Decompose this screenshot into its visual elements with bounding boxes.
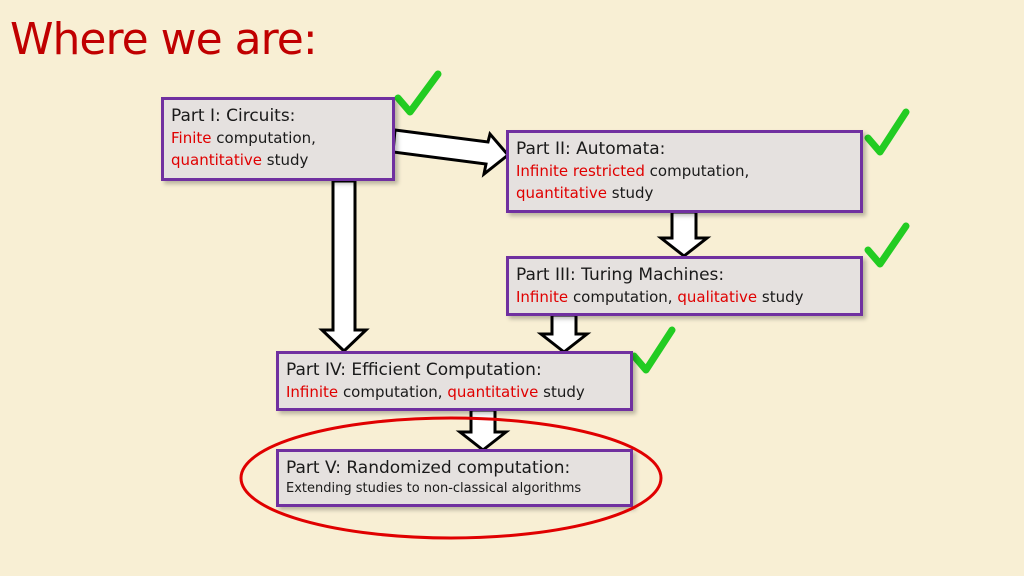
part1-line1: Finite computation,	[171, 127, 385, 149]
part4-text: computation,	[338, 383, 448, 401]
part1-box: Part I: Circuits: Finite computation, qu…	[161, 97, 395, 181]
part1-line2: quantitative study	[171, 149, 385, 171]
slide-title: Where we are:	[10, 14, 318, 65]
part3-title: Part III: Turing Machines:	[516, 265, 725, 285]
part1-highlight-quantitative: quantitative	[171, 151, 263, 169]
part2-box: Part II: Automata: Infinite restricted c…	[506, 130, 863, 213]
checkmark-icon	[394, 70, 442, 116]
part4-title: Part IV: Efficient Computation:	[286, 360, 542, 380]
arrow-part3-to-part4	[536, 313, 592, 354]
part4-line1: Infinite computation, quantitative study	[286, 381, 623, 403]
checkmark-icon	[864, 108, 910, 156]
part3-text: study	[757, 288, 804, 306]
part2-text: study	[607, 184, 654, 202]
part2-highlight-quantitative: quantitative	[516, 184, 608, 202]
part5-title: Part V: Randomized computation:	[286, 458, 571, 478]
part3-line1: Infinite computation, qualitative study	[516, 286, 853, 308]
part2-line2: quantitative study	[516, 182, 853, 204]
part2-title: Part II: Automata:	[516, 139, 666, 159]
part5-subtitle: Extending studies to non-classical algor…	[286, 481, 582, 496]
arrow-part2-to-part3	[656, 210, 712, 258]
part2-text: computation,	[644, 162, 750, 180]
part4-text: study	[538, 383, 585, 401]
part3-highlight-infinite: Infinite	[516, 288, 569, 306]
part5-box: Part V: Randomized computation: Extendin…	[276, 449, 633, 507]
arrow-part1-to-part2	[391, 128, 511, 178]
arrow-part1-to-part4	[318, 179, 370, 354]
part1-title: Part I: Circuits:	[171, 106, 296, 126]
arrow-part4-to-part5	[455, 408, 511, 452]
part4-highlight-infinite: Infinite	[286, 383, 339, 401]
part1-text: computation,	[211, 129, 316, 147]
part3-text: computation,	[568, 288, 678, 306]
checkmark-icon	[630, 326, 676, 374]
part3-box: Part III: Turing Machines: Infinite comp…	[506, 256, 863, 316]
part2-highlight-infinite-restricted: Infinite restricted	[516, 162, 645, 180]
checkmark-icon	[864, 222, 910, 268]
part1-text: study	[262, 151, 309, 169]
part3-highlight-qualitative: qualitative	[677, 288, 758, 306]
part2-line1: Infinite restricted computation,	[516, 160, 853, 182]
part1-highlight-finite: Finite	[171, 129, 212, 147]
part4-highlight-quantitative: quantitative	[447, 383, 539, 401]
part4-box: Part IV: Efficient Computation: Infinite…	[276, 351, 633, 411]
